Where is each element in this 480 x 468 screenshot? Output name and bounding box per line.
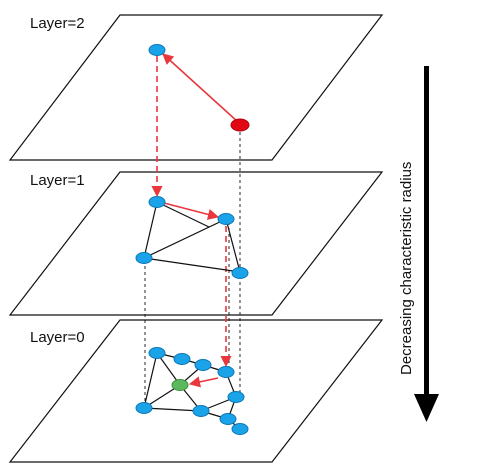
node xyxy=(135,252,153,264)
node xyxy=(219,413,237,425)
layer-2-nodes xyxy=(148,44,250,132)
layer-2-plane xyxy=(8,14,384,161)
layer-descent-arrows xyxy=(151,56,232,368)
entry-point-node xyxy=(230,118,250,132)
node xyxy=(148,196,166,208)
layer-1-edges xyxy=(143,201,241,273)
node xyxy=(194,359,212,371)
node xyxy=(231,267,249,279)
target-node xyxy=(171,379,189,391)
decreasing-radius-arrow xyxy=(414,66,439,422)
layer-1-nodes xyxy=(135,196,249,279)
layer-0-label: Layer=0 xyxy=(30,329,85,346)
layer-0-search-arrow xyxy=(188,376,219,388)
layer-1-label: Layer=1 xyxy=(30,172,85,189)
layer-2-label: Layer=2 xyxy=(30,15,85,32)
node xyxy=(217,213,235,225)
node xyxy=(148,347,166,359)
layer-2-search-arrow xyxy=(162,53,239,123)
projection-lines xyxy=(144,126,241,405)
node xyxy=(173,353,191,365)
node xyxy=(227,391,245,403)
node xyxy=(217,366,235,378)
node xyxy=(231,423,249,435)
node xyxy=(148,44,166,56)
layer-0-nodes xyxy=(135,347,249,435)
layer-0-plane xyxy=(8,319,384,463)
node xyxy=(135,402,153,414)
node xyxy=(192,405,210,417)
decreasing-radius-label: Decreasing characteristic radius xyxy=(398,162,415,375)
layer-1-plane xyxy=(8,171,384,316)
layer-1-search-arrow xyxy=(163,202,220,220)
